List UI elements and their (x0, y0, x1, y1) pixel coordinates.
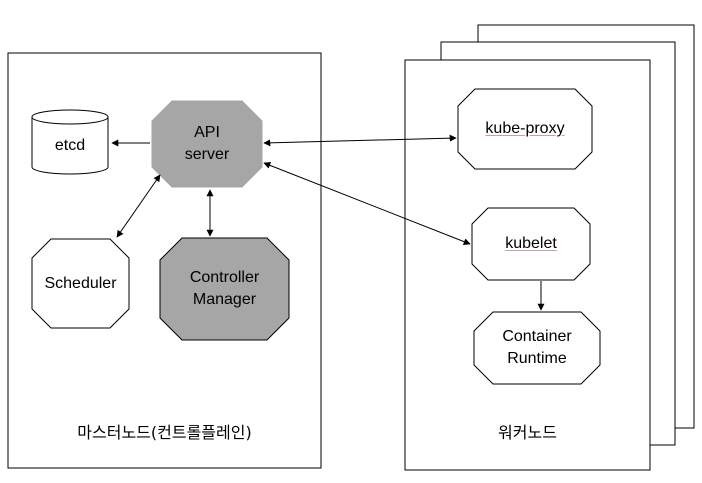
kubelet-shape (471, 207, 591, 281)
controller-manager-octagon (159, 237, 290, 341)
kube-proxy-shape (457, 88, 593, 170)
arrow-api-kubelet (263, 162, 471, 245)
scheduler-octagon (31, 238, 130, 329)
arrow-api-scheduler (116, 174, 161, 238)
api-server-octagon (151, 100, 263, 188)
arrow-api-kube-proxy (263, 134, 457, 147)
container-runtime-octagon (473, 311, 601, 385)
etcd-cylinder (31, 109, 109, 175)
